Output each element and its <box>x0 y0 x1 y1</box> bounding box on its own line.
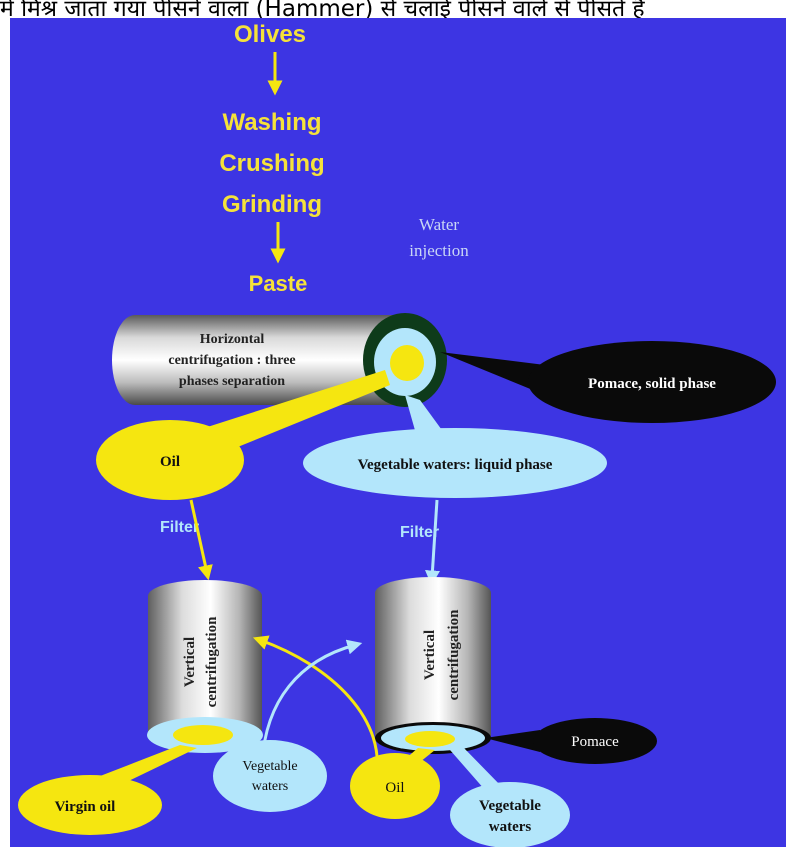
cropped-header-text: में मिश्र जाता गया पीसने वाला (Hammer) स… <box>0 0 645 18</box>
horizontal-centrifuge-label-2: centrifugation : three <box>168 353 295 368</box>
virgin-oil-label: Virgin oil <box>55 799 116 815</box>
vertical-centrifuge-left <box>147 580 263 753</box>
top-text-strip: में मिश्र जाता गया पीसने वाला (Hammer) स… <box>0 0 786 18</box>
filter-arrow-right <box>424 499 440 586</box>
oil-label: Oil <box>160 454 180 470</box>
vegetable-waters-left-bubble <box>213 740 327 812</box>
oil-bottom-bubble <box>350 753 440 819</box>
vertical-centrifuge-right-label-1: Vertical <box>422 630 438 680</box>
vegetable-waters-liquid-bubble <box>303 428 607 498</box>
step-olives: Olives <box>234 21 306 48</box>
vegetable-waters-right-bubble <box>450 782 570 847</box>
vertical-centrifuge-left-label-2: centrifugation <box>204 616 220 707</box>
pomace-solid-phase-bubble <box>528 341 776 423</box>
step-washing: Washing <box>222 109 321 136</box>
pomace-callout-pointer <box>440 352 545 395</box>
filter-label-right: Filter <box>400 524 439 541</box>
filter-label-left: Filter <box>160 519 199 536</box>
step-paste: Paste <box>249 271 308 296</box>
step-grinding: Grinding <box>222 191 322 218</box>
oil-bottom-label: Oil <box>385 780 404 796</box>
step-crushing: Crushing <box>219 150 324 177</box>
water-injection-label-2: injection <box>409 241 469 260</box>
vegetable-waters-left-label-1: Vegetable <box>242 759 297 774</box>
vegetable-waters-liquid-label: Vegetable waters: liquid phase <box>358 457 553 473</box>
vegetable-waters-right-label-1: Vegetable <box>479 798 541 814</box>
vertical-centrifuge-right <box>375 577 491 754</box>
oil-bubble <box>96 420 244 500</box>
pomace-solid-phase-label: Pomace, solid phase <box>588 376 716 392</box>
vegetable-waters-right-label-2: waters <box>489 819 532 835</box>
vertical-centrifuge-right-label-2: centrifugation <box>446 609 462 700</box>
horizontal-centrifuge-label-3: phases separation <box>179 374 285 389</box>
virgin-oil-bubble <box>18 775 162 835</box>
water-injection-label: Water <box>419 215 459 234</box>
pomace-bottom-callout-pointer <box>485 730 540 752</box>
pomace-bottom-bubble <box>533 718 657 764</box>
filter-arrow-left <box>189 499 213 581</box>
vegetable-waters-left-label-2: waters <box>252 779 289 794</box>
horizontal-centrifuge-label-1: Horizontal <box>200 332 265 347</box>
pomace-bottom-label: Pomace <box>571 734 619 750</box>
oil-callout-pointer <box>198 370 390 455</box>
vertical-centrifuge-left-label-1: Vertical <box>182 637 198 687</box>
